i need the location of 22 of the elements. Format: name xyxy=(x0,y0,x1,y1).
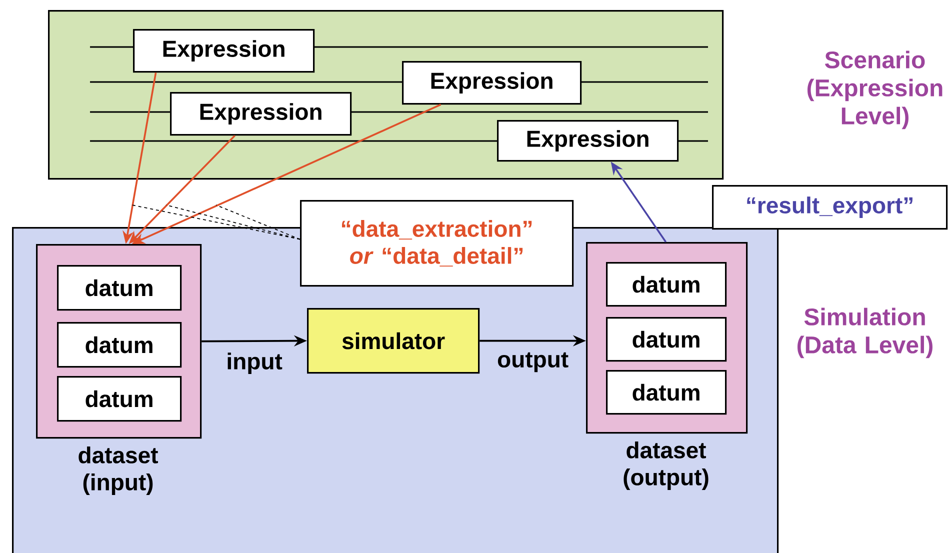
datum-box: datum xyxy=(606,262,727,307)
datum-box: datum xyxy=(57,376,182,422)
callout-box: “data_extraction” or “data_detail” xyxy=(300,200,574,287)
level-label: Scenario (Expression Level) xyxy=(808,50,942,130)
expression-box: Expression xyxy=(133,29,315,73)
level-label: Simulation (Data Level) xyxy=(798,308,932,358)
expression-box: Expression xyxy=(497,120,679,162)
leader-line xyxy=(216,204,300,240)
leader-line xyxy=(166,204,300,240)
datum-box: datum xyxy=(57,265,182,311)
edge-label: input xyxy=(228,352,282,374)
datum-box: datum xyxy=(57,322,182,368)
datum-box: datum xyxy=(606,370,727,415)
expression-box: Expression xyxy=(170,92,352,136)
datum-box: datum xyxy=(606,317,727,362)
simulator-box: simulator xyxy=(307,308,480,374)
leader-line xyxy=(132,204,300,240)
dataset-label: dataset (output) xyxy=(624,442,708,490)
edge-label: output xyxy=(498,352,568,372)
expression-box: Expression xyxy=(402,61,582,105)
callout-box: “result_export” xyxy=(712,185,948,230)
dataset-label: dataset (input) xyxy=(78,446,158,495)
